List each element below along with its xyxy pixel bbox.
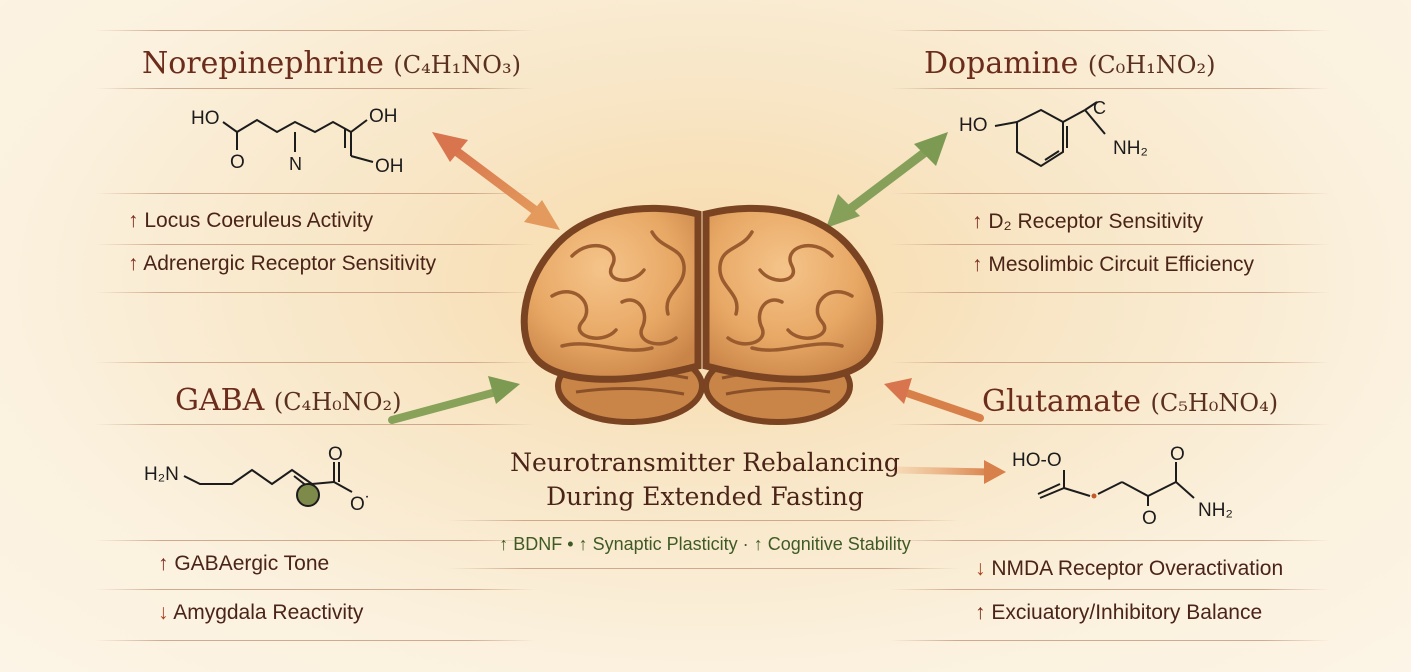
gaba-formula: (C₄H₀NO₂)	[273, 388, 402, 416]
gaba-structure: H₂N O O˙	[144, 444, 371, 515]
effect-text: GABAergic Tone	[174, 552, 330, 575]
gaba-name: GABA	[175, 383, 265, 418]
effect-item: ↑ GABAergic Tone	[158, 552, 329, 576]
divider	[890, 640, 1330, 641]
divider	[95, 362, 535, 363]
gaba-title: GABA (C₄H₀NO₂)	[175, 383, 401, 418]
up-arrow-icon: ↑	[753, 534, 763, 554]
effect-item: ↑ D₂ Receptor Sensitivity	[972, 210, 1203, 234]
divider	[890, 589, 1330, 590]
arrow-right-icon	[895, 460, 1006, 484]
divider	[95, 640, 535, 641]
benefits-line: ↑ BDNF • ↑ Synaptic Plasticity · ↑ Cogni…	[440, 534, 970, 555]
norepinephrine-structure: HO O N OH OH	[191, 106, 404, 177]
effect-item: ↓ NMDA Receptor Overactivation	[975, 557, 1283, 581]
divider	[448, 520, 960, 521]
atom-label: NH₂	[1113, 138, 1148, 159]
divider	[95, 424, 535, 425]
glutamate-title: Glutamate (C₅H₀NO₄)	[982, 384, 1278, 419]
carbon-atom-highlight	[296, 483, 320, 507]
dopamine-structure: HO C NH₂	[959, 98, 1148, 168]
effect-text: Exciuatory/Inhibitory Balance	[991, 601, 1263, 624]
effect-item: ↑ Mesolimbic Circuit Efficiency	[972, 253, 1254, 277]
down-arrow-icon: ↓	[975, 557, 986, 580]
atom-label: HO-O	[1012, 450, 1062, 471]
effect-text: Amygdala Reactivity	[173, 601, 364, 624]
arrow-left-icon	[884, 378, 984, 422]
heading-line: During Extended Fasting	[546, 482, 864, 511]
dopamine-title: Dopamine (C₀H₁NO₂)	[924, 46, 1215, 81]
atom-label: HO	[191, 108, 220, 129]
benefit-text: Cognitive Stability	[767, 534, 911, 554]
divider	[95, 193, 535, 194]
divider	[95, 540, 535, 541]
divider	[890, 88, 1330, 89]
double-arrow-icon	[432, 132, 560, 230]
atom-label: N	[289, 154, 302, 174]
divider	[95, 244, 535, 245]
divider	[890, 244, 1330, 245]
atom-label: O	[328, 444, 343, 465]
up-arrow-icon: ↑	[975, 601, 986, 624]
up-arrow-icon: ↑	[128, 252, 139, 275]
up-arrow-icon: ↑	[128, 209, 139, 232]
benefit-text: BDNF	[513, 534, 563, 554]
benefit-text: Synaptic Plasticity	[592, 534, 738, 554]
brain-icon	[520, 204, 884, 425]
effect-item: ↑ Adrenergic Receptor Sensitivity	[128, 252, 436, 276]
oxygen-dot	[1091, 493, 1097, 499]
effect-text: NMDA Receptor Overactivation	[991, 557, 1284, 580]
divider	[890, 292, 1330, 293]
divider	[95, 30, 535, 31]
atom-label: C	[1093, 98, 1106, 118]
atom-label: O	[1142, 508, 1157, 529]
glutamate-structure: HO-O O O NH₂	[1012, 444, 1233, 529]
effect-text: D₂ Receptor Sensitivity	[988, 210, 1204, 233]
effect-text: Adrenergic Receptor Sensitivity	[143, 252, 437, 275]
atom-label: HO	[959, 115, 988, 136]
norepinephrine-title: Norepinephrine (C₄H₁NO₃)	[142, 46, 521, 81]
up-arrow-icon: ↑	[499, 534, 509, 554]
effect-item: ↑ Locus Coeruleus Activity	[128, 209, 373, 233]
divider	[448, 568, 960, 569]
separator: •	[567, 534, 574, 554]
separator: ·	[742, 534, 749, 554]
norepinephrine-name: Norepinephrine	[142, 46, 384, 81]
up-arrow-icon: ↑	[972, 210, 983, 233]
divider	[95, 292, 535, 293]
atom-label: O˙	[350, 494, 371, 515]
dopamine-formula: (C₀H₁NO₂)	[1087, 51, 1216, 79]
up-arrow-icon: ↑	[158, 552, 169, 575]
dopamine-name: Dopamine	[924, 46, 1079, 81]
effect-item: ↓ Amygdala Reactivity	[158, 601, 363, 625]
down-arrow-icon: ↓	[158, 601, 169, 624]
divider	[890, 424, 1330, 425]
arrow-right-icon	[388, 376, 520, 424]
glutamate-formula: (C₅H₀NO₄)	[1150, 389, 1279, 417]
double-arrow-icon	[826, 132, 948, 228]
glutamate-name: Glutamate	[982, 384, 1141, 419]
effect-item: ↑ Exciuatory/Inhibitory Balance	[975, 601, 1262, 625]
divider	[890, 540, 1330, 541]
effect-text: Locus Coeruleus Activity	[144, 209, 374, 232]
divider	[95, 589, 535, 590]
divider	[890, 362, 1330, 363]
atom-label: OH	[369, 106, 398, 127]
heading-line: Neurotransmitter Rebalancing	[510, 448, 900, 477]
atom-label: NH₂	[1198, 500, 1233, 521]
up-arrow-icon: ↑	[578, 534, 588, 554]
up-arrow-icon: ↑	[972, 253, 983, 276]
effect-text: Mesolimbic Circuit Efficiency	[988, 253, 1255, 276]
divider	[95, 88, 535, 89]
atom-label: H₂N	[144, 464, 179, 485]
divider	[890, 30, 1330, 31]
atom-label: O	[1170, 444, 1185, 465]
atom-label: O	[230, 152, 245, 173]
divider	[890, 193, 1330, 194]
norepinephrine-formula: (C₄H₁NO₃)	[393, 51, 521, 79]
atom-label: OH	[375, 156, 404, 177]
central-heading: Neurotransmitter Rebalancing During Exte…	[470, 446, 940, 514]
